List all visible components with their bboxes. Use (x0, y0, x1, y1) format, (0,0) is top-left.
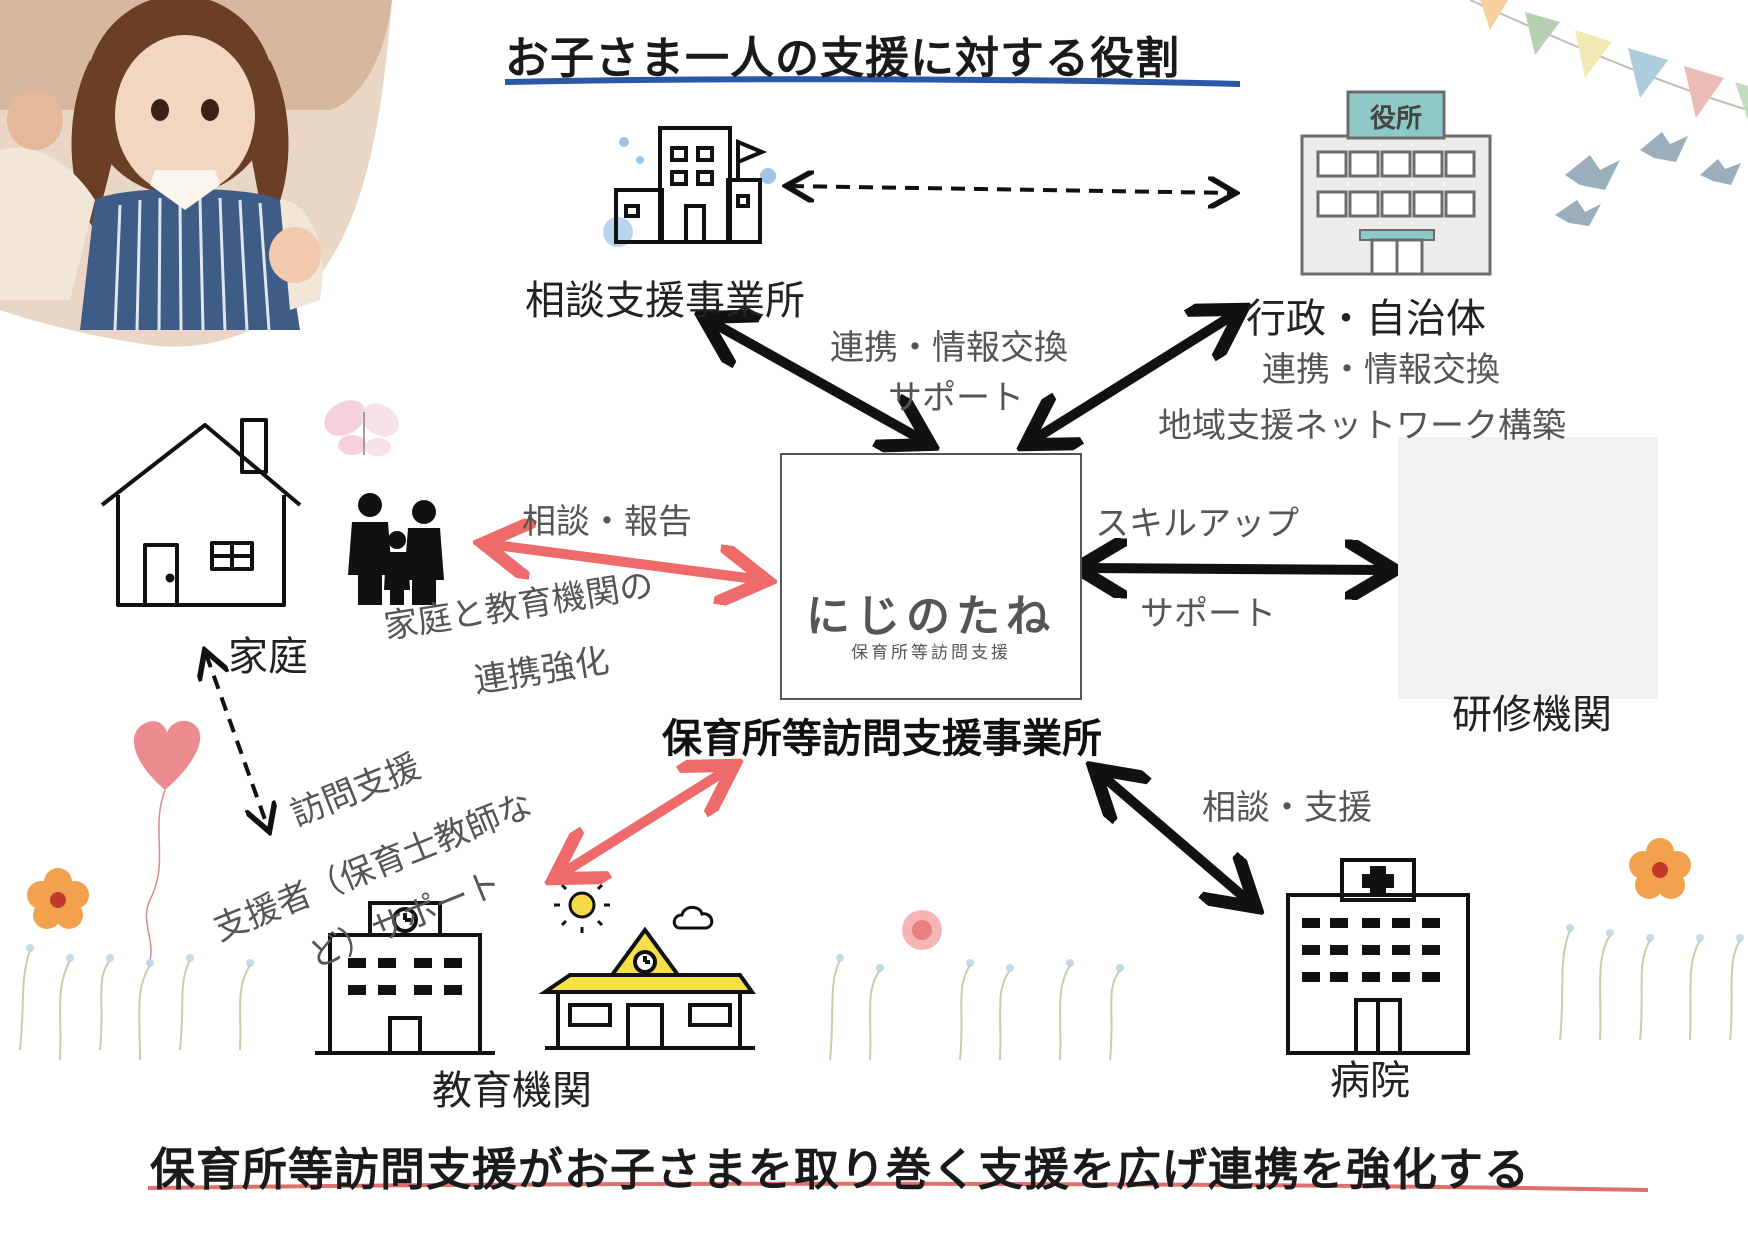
cloud-icon (672, 905, 714, 930)
arrow-home-center (488, 544, 762, 580)
training-label: 研修機関 (1452, 692, 1612, 738)
birds-decoration (1555, 132, 1741, 226)
butterfly-decoration (324, 400, 399, 456)
consult-edge-label-1: 連携・情報交換 (830, 328, 1068, 368)
title-underline (504, 76, 1241, 87)
arrow-center-education (558, 768, 730, 876)
house-icon (100, 418, 302, 607)
center-logo: にじのたね 保育所等訪問支援 (780, 453, 1082, 700)
hospital-edge-label: 相談・支援 (1202, 788, 1372, 828)
arrow-home-education (206, 654, 268, 828)
consultation-office-icon (603, 126, 776, 247)
arrow-consult-center (708, 320, 926, 442)
hospital-icon (1286, 858, 1470, 1055)
bottom-title-underline (147, 1181, 1649, 1192)
kindergarten-icon (538, 926, 756, 1050)
government-label: 行政・自治体 (1246, 296, 1486, 342)
education-label: 教育機関 (432, 1068, 592, 1114)
training-edge-label-top: スキルアップ (1095, 504, 1299, 544)
bunting-decoration (1469, 0, 1748, 120)
sun-icon (554, 877, 610, 933)
hospital-label: 病院 (1330, 1058, 1410, 1104)
page-title: お子さま一人の支援に対する役割 (505, 33, 1180, 84)
logo-text: にじのたね (806, 591, 1056, 642)
child-photo (0, 0, 392, 347)
arrow-government-center (1030, 312, 1238, 442)
family-icon (348, 493, 444, 605)
heart-balloon-decoration (133, 720, 201, 961)
government-building-icon (1300, 90, 1492, 276)
flowers-decoration (19, 838, 1744, 1061)
training-panel (1398, 437, 1658, 699)
arrow-consult-government (790, 186, 1232, 193)
page-tagline: 保育所等訪問支援がお子さまを取り巻く支援を広げ連携を強化する (150, 1143, 1531, 1196)
government-sign: 役所 (1370, 104, 1423, 134)
arrow-center-hospital (1098, 772, 1252, 904)
home-label: 家庭 (228, 634, 308, 680)
consult-edge-label-2: サポート (888, 378, 1024, 418)
training-edge-label-bottom: サポート (1140, 594, 1276, 634)
school-building-icon (315, 901, 495, 1055)
logo-subtext: 保育所等訪問支援 (851, 643, 1011, 663)
gov-edge-label-2: 地域支援ネットワーク構築 (1158, 406, 1566, 446)
arrow-center-training (1082, 568, 1390, 570)
gov-edge-label-1: 連携・情報交換 (1262, 350, 1500, 390)
center-name: 保育所等訪問支援事業所 (662, 716, 1102, 762)
home-edge-label-top: 相談・報告 (522, 502, 692, 542)
consultation-office-label: 相談支援事業所 (525, 278, 805, 324)
